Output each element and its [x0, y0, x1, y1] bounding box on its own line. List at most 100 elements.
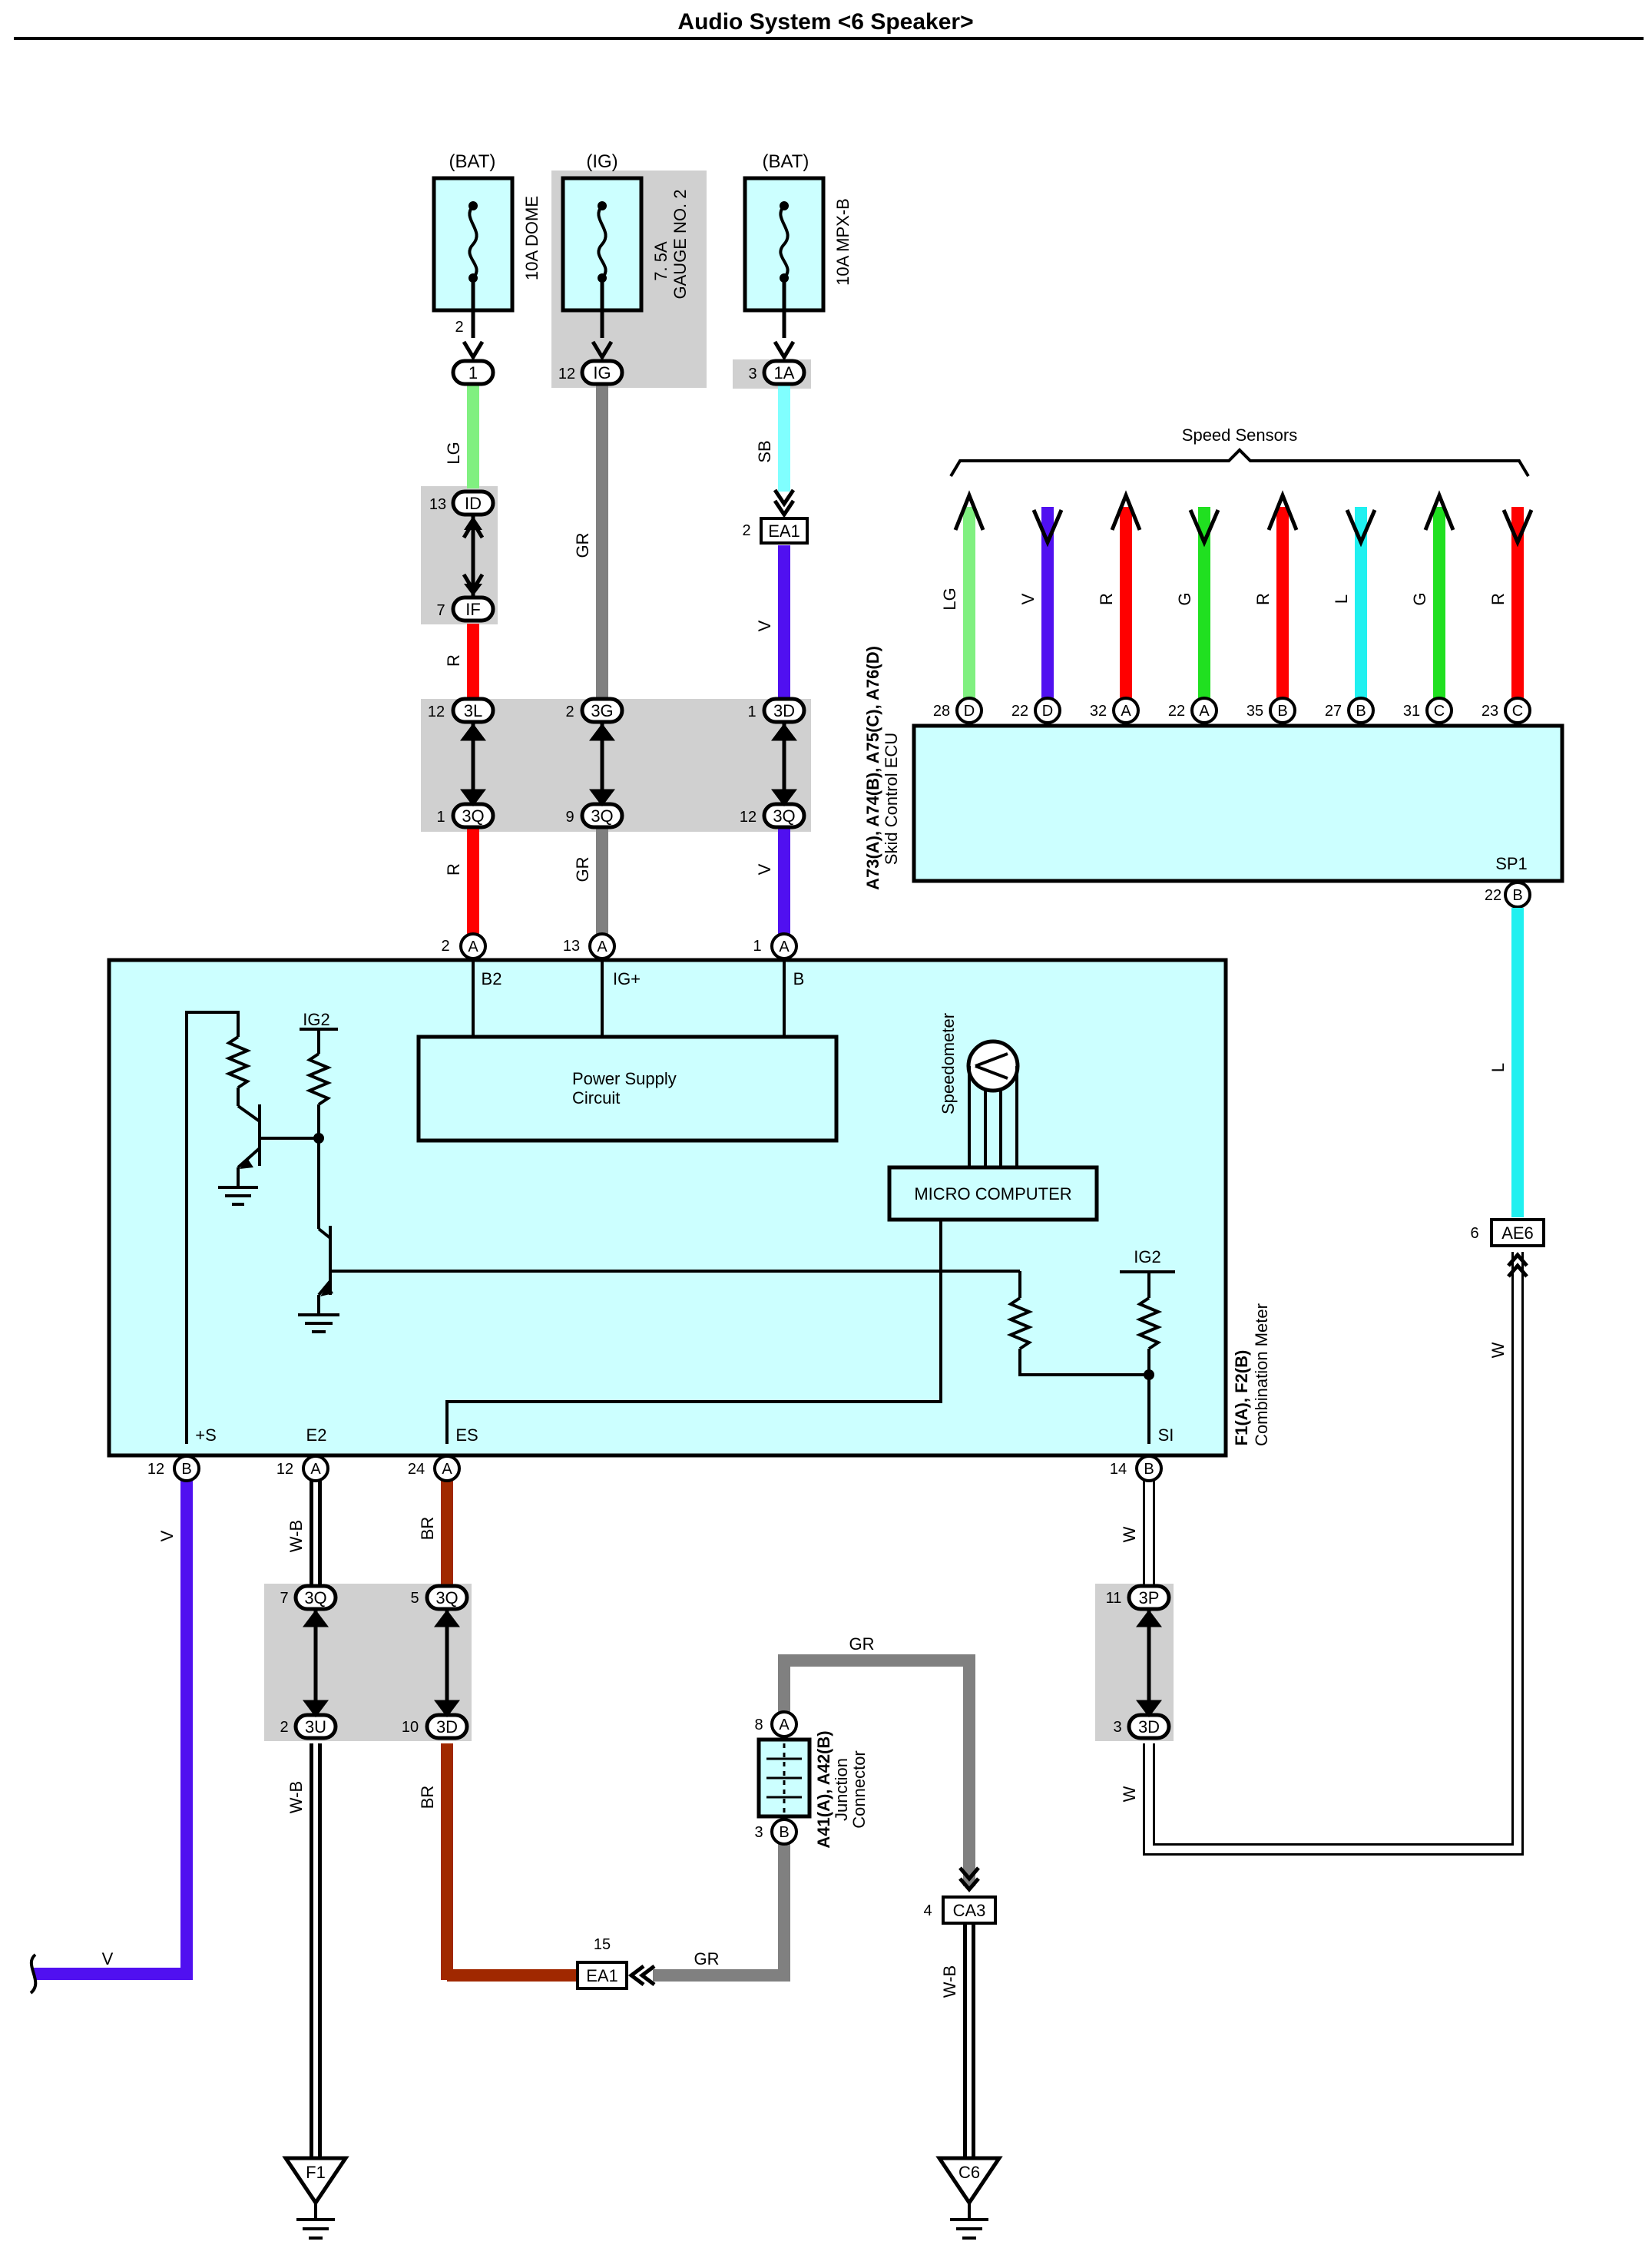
speedometer-label: Speedometer [939, 1013, 958, 1114]
sensor-pin-connector: D [1042, 703, 1053, 720]
fuse-gauge: (IG) 7. 5A GAUGE NO. 2 [561, 151, 690, 338]
connector-id: 13 ID [429, 489, 495, 517]
sensor-pin-number: 23 [1482, 703, 1498, 720]
arrow-down-icon [1345, 509, 1377, 548]
svg-text:A: A [442, 1461, 452, 1478]
svg-text:AE6: AE6 [1501, 1223, 1534, 1243]
label-v-left: V [157, 1530, 177, 1541]
svg-text:3Q: 3Q [591, 806, 613, 826]
label-w1: W [1120, 1526, 1139, 1542]
sensor-pin-number: 22 [1011, 703, 1028, 720]
power-supply-label: Power Supply [572, 1069, 677, 1088]
sensor-pin-circle [1269, 697, 1296, 724]
svg-text:1: 1 [468, 363, 478, 382]
svg-text:3D: 3D [1138, 1717, 1160, 1737]
label-wb-ca3: W-B [940, 1965, 959, 1998]
junction-name2: Connector [849, 1750, 869, 1829]
fuse-gauge-source: (IG) [586, 151, 617, 172]
connector-ca3: 4 CA3 [923, 1866, 997, 1925]
svg-text:3Q: 3Q [304, 1588, 326, 1607]
connector-3q-7: 7 3Q [280, 1584, 338, 1611]
label-gr-ea1: GR [694, 1949, 720, 1968]
connector-ea1-top: 2 EA1 [742, 488, 809, 545]
svg-text:2: 2 [280, 1719, 288, 1736]
connector-3l: 12 3L [428, 697, 495, 724]
svg-text:2: 2 [565, 704, 574, 720]
label-v-mid: V [755, 620, 774, 631]
svg-text:1: 1 [747, 704, 756, 720]
fuse-mpx-source: (BAT) [763, 151, 809, 172]
skid-control-ecu [912, 723, 1564, 883]
label-r-mid: R [444, 654, 463, 667]
speedometer-icon [966, 1039, 1020, 1167]
meter-left-circuit [185, 1011, 1175, 1444]
svg-text:B2: B2 [482, 969, 502, 988]
svg-text:ID: ID [465, 494, 482, 513]
sensor-pin-connector: C [1434, 703, 1445, 720]
svg-text:5: 5 [410, 1590, 419, 1607]
sensor-wire-color-label: V [1018, 593, 1038, 604]
meter-pin-s: 12 B [147, 1455, 200, 1482]
sensor-pin-number: 28 [933, 703, 950, 720]
arrow-up-icon [1110, 490, 1142, 531]
links-row1 [460, 723, 797, 807]
svg-text:F1: F1 [306, 2163, 326, 2182]
junction-dot-right [1144, 1369, 1154, 1380]
arrow-down-icon [1501, 509, 1534, 548]
meter-pin-es: 24 A [408, 1455, 461, 1482]
connector-3q-1: 1 3Q [436, 802, 495, 829]
junction-codes: A41(A), A42(B) [814, 1730, 833, 1848]
sensor-pin-number: 27 [1325, 703, 1342, 720]
junction-connector: 8 A 3 B [754, 1710, 812, 1846]
label-r-low: R [444, 863, 463, 876]
arrow-up-icon [1266, 490, 1299, 531]
svg-text:3D: 3D [436, 1717, 458, 1737]
arrow-mpx [773, 340, 796, 361]
sensor-wire-color-label: R [1253, 593, 1273, 605]
speed-sensor-wires: LG28DFL+V22DFL−R32AFR+G22AFR−R35BRL+L27B… [933, 490, 1534, 753]
sensor-pin-connector: B [1277, 703, 1287, 720]
fuse-mpx: (BAT) 10A MPX-B [743, 151, 852, 338]
arrow-up-icon [953, 490, 985, 531]
sensor-pin-connector: C [1512, 703, 1523, 720]
svg-text:EA1: EA1 [768, 521, 800, 541]
svg-text:B: B [181, 1461, 191, 1478]
sensor-pin-circle [1190, 697, 1218, 724]
wire-w-si [1143, 1252, 1524, 1856]
svg-text:A: A [779, 1717, 790, 1733]
sensor-pin-connector: D [964, 703, 975, 720]
micro-computer [887, 1165, 1099, 1222]
sensor-wire-color-label: L [1332, 594, 1351, 604]
fuse-dome-source: (BAT) [449, 151, 496, 172]
svg-text:4: 4 [923, 1902, 932, 1919]
meter-term-es: ES [455, 1425, 478, 1445]
sensor-pin-connector: A [1199, 703, 1210, 720]
svg-text:1: 1 [436, 809, 445, 826]
connector-ae6: 6 AE6 [1470, 1218, 1545, 1278]
label-gr-top: GR [573, 533, 592, 558]
arrow-gauge [591, 340, 614, 361]
connector-3g: 2 3G [565, 697, 624, 724]
svg-text:IG+: IG+ [613, 969, 641, 988]
sensor-pin-number: 31 [1403, 703, 1420, 720]
meter-internal-lines [472, 958, 786, 1037]
svg-text:13: 13 [429, 496, 446, 513]
svg-text:10: 10 [402, 1719, 419, 1736]
svg-text:2: 2 [441, 938, 449, 955]
jb-connector-1: 1 [451, 359, 495, 386]
jb-connector-ig: 12 IG [558, 359, 624, 386]
svg-text:B: B [779, 1824, 789, 1841]
sensor-pin-circle [1425, 697, 1453, 724]
fuse-mpx-name: 10A MPX-B [833, 198, 852, 286]
power-supply-circuit [416, 1035, 839, 1143]
ground-f1: F1 [282, 2156, 349, 2240]
link-id-if [462, 516, 485, 596]
svg-text:11: 11 [1106, 1590, 1122, 1607]
ig2-right: IG2 [1134, 1247, 1160, 1266]
sensor-pin-circle [1347, 697, 1375, 724]
sensor-wire-color-label: G [1410, 592, 1429, 605]
sensor-wire-color-label: R [1488, 593, 1508, 605]
svg-text:IF: IF [465, 600, 481, 619]
svg-text:1A: 1A [774, 363, 795, 382]
label-w2: W [1120, 1786, 1139, 1802]
